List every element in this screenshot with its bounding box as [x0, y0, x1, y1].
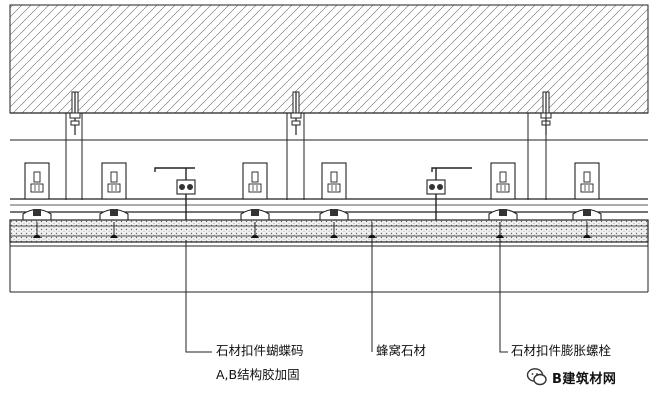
- label-expansion-bolt: 石材扣件膨胀螺栓: [511, 343, 612, 358]
- bolt-head: [368, 222, 376, 238]
- bolt-head: [583, 222, 591, 238]
- finish-face: [9, 242, 649, 293]
- butterfly-clip: [426, 167, 472, 240]
- bolt-head: [496, 222, 504, 238]
- anchor-bolt: [290, 91, 302, 135]
- clip-bracket: [488, 162, 518, 221]
- clip-bracket: [319, 162, 349, 221]
- suspension-system: [10, 113, 648, 200]
- leader-lines: [185, 238, 508, 353]
- label-honeycomb-stone: 蜂窝石材: [376, 343, 427, 358]
- clip-bracket: [572, 162, 602, 221]
- clip-bracket: [22, 162, 52, 221]
- concrete-slab: [9, 4, 649, 114]
- leader-butterfly-clip: [185, 240, 212, 353]
- bolt-head: [33, 222, 41, 238]
- stone-clip-brackets: [22, 162, 602, 221]
- label-structural-glue: A,B结构胶加固: [216, 367, 300, 382]
- watermark: B建筑材网: [526, 364, 616, 390]
- label-butterfly-clip: 石材扣件蝴蝶码: [216, 343, 304, 358]
- expansion-bolt-heads: [33, 222, 591, 238]
- bolt-head: [110, 222, 118, 238]
- wechat-icon: [526, 368, 547, 386]
- butterfly-clips: [154, 167, 472, 240]
- clip-bracket: [99, 162, 129, 221]
- anchor-bolt: [69, 91, 81, 135]
- bolt-head: [251, 222, 259, 238]
- bolt-head: [330, 222, 338, 238]
- watermark-text: B建筑材网: [552, 371, 617, 387]
- leader-expansion-bolt: [499, 238, 508, 353]
- honeycomb-stone-panel: [9, 219, 649, 243]
- clip-bracket: [240, 162, 270, 221]
